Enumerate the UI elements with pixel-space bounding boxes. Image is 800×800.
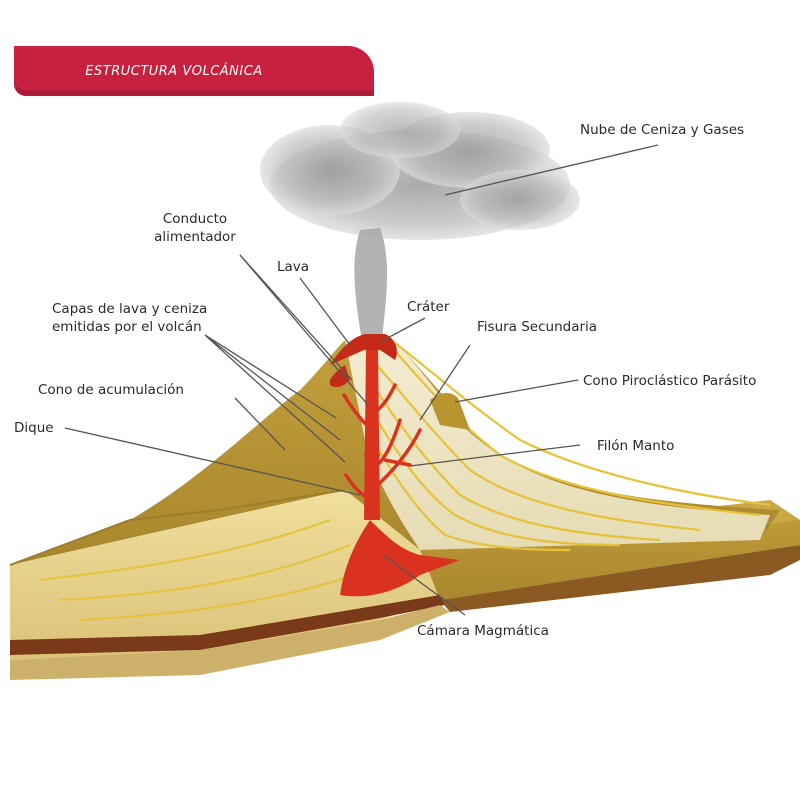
leader-lines: [64, 144, 659, 616]
ash-cloud: [260, 102, 580, 340]
label-magma-chamber: Cámara Magmática: [417, 623, 549, 639]
label-parasitic-cone: Cono Piroclástico Parásito: [583, 373, 757, 389]
label-sill: Filón Manto: [597, 438, 675, 454]
label-layers: Capas de lava y ceniza emitidas por el v…: [52, 300, 207, 336]
label-secondary-fissure: Fisura Secundaria: [477, 319, 598, 335]
volcano-cone: [9, 340, 780, 680]
label-feeder-conduit: Conducto alimentador: [145, 210, 245, 246]
label-layers-line1: Capas de lava y ceniza: [52, 301, 208, 317]
label-accumulation-cone: Cono de acumulación: [38, 382, 184, 398]
label-feeder-conduit-line1: Conducto: [162, 211, 228, 227]
magma-system: [330, 334, 460, 597]
parasitic-cone-shape: [430, 392, 470, 430]
page-title: ESTRUCTURA VOLCÁNICA: [85, 63, 263, 79]
label-crater: Cráter: [407, 299, 450, 315]
label-feeder-conduit-line2: alimentador: [154, 229, 236, 245]
label-ash-cloud: Nube de Ceniza y Gases: [580, 122, 745, 138]
title-banner: ESTRUCTURA VOLCÁNICA: [14, 46, 374, 96]
label-layers-line2: emitidas por el volcán: [52, 319, 202, 335]
label-dike: Dique: [14, 420, 54, 436]
label-lava: Lava: [277, 259, 310, 275]
